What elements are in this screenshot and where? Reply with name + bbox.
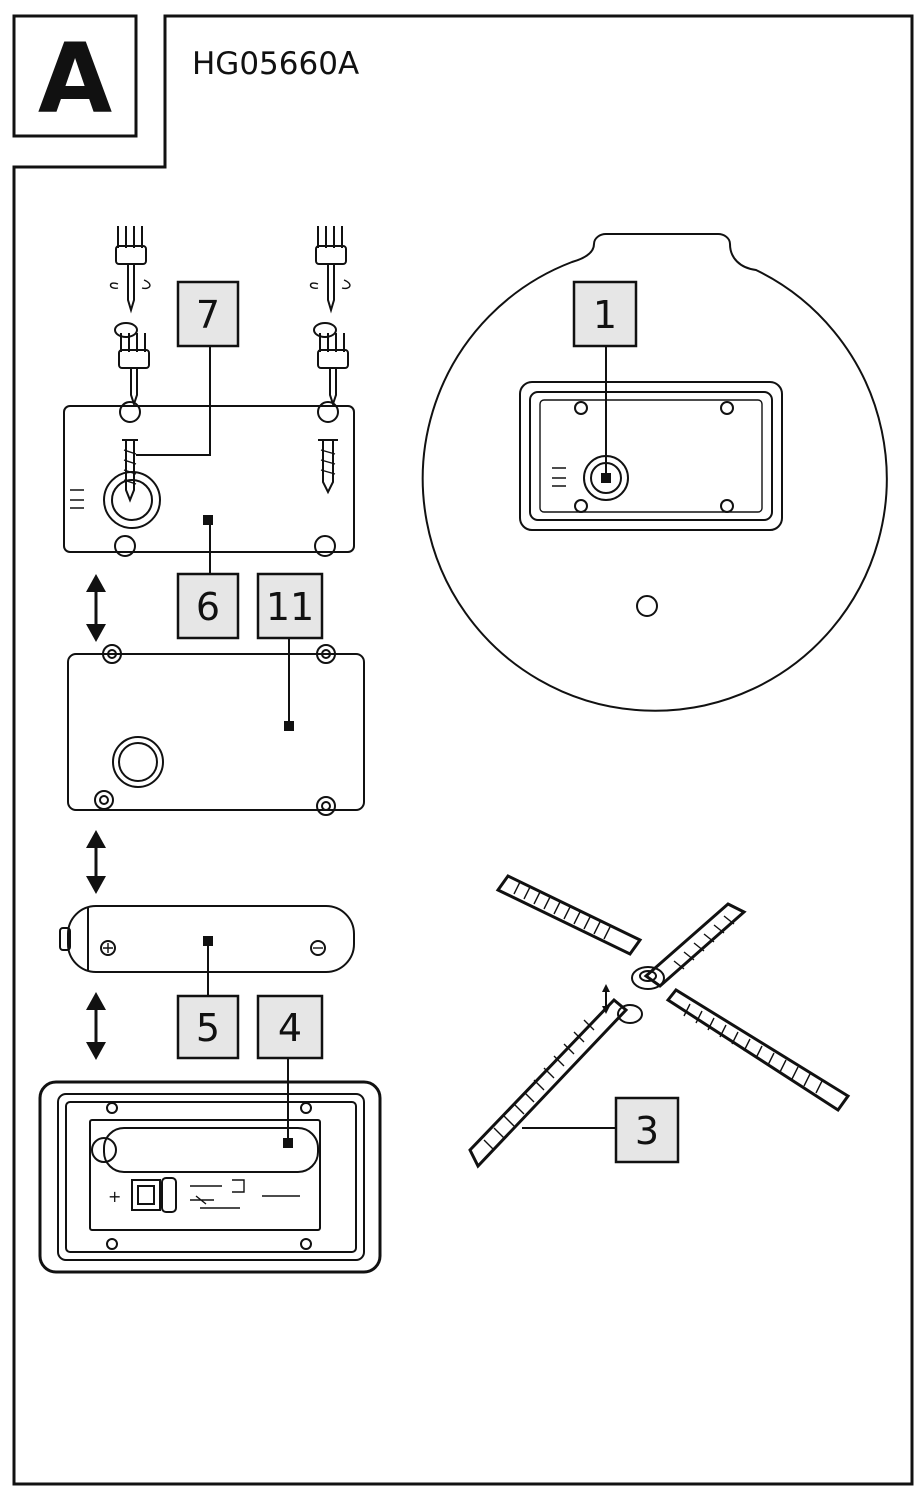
callout-5: 5 — [176, 994, 240, 1060]
rear-cover — [67, 644, 365, 816]
double-arrow-icon — [86, 830, 106, 894]
section-letter-box — [12, 14, 138, 138]
callout-7: 7 — [176, 280, 240, 348]
callout-label: 6 — [196, 585, 220, 629]
screwdriver-icon — [109, 226, 151, 408]
callout-3: 3 — [614, 1096, 680, 1164]
callout-6: 6 — [176, 572, 240, 640]
double-arrow-icon — [86, 992, 106, 1060]
double-arrow-icon — [86, 574, 106, 642]
callout-label: 1 — [593, 293, 617, 337]
callout-label: 11 — [266, 585, 314, 629]
callout-label: 3 — [635, 1109, 659, 1153]
section-letter: A — [38, 23, 112, 135]
callout-1: 1 — [572, 280, 638, 348]
callout-label: 4 — [278, 1006, 302, 1050]
lamp-base — [421, 233, 888, 712]
callout-label: 5 — [196, 1006, 220, 1050]
battery-plus-symbol: + — [108, 1187, 121, 1206]
battery-compartment: + — [38, 1080, 382, 1274]
page-frame — [12, 14, 914, 1486]
callout-label: 7 — [196, 293, 220, 337]
screwdriver-icon — [309, 226, 351, 408]
callout-4: 4 — [256, 994, 324, 1060]
ground-stakes — [468, 874, 851, 1169]
model-code: HG05660A — [192, 46, 359, 82]
callout-11: 11 — [256, 572, 324, 640]
